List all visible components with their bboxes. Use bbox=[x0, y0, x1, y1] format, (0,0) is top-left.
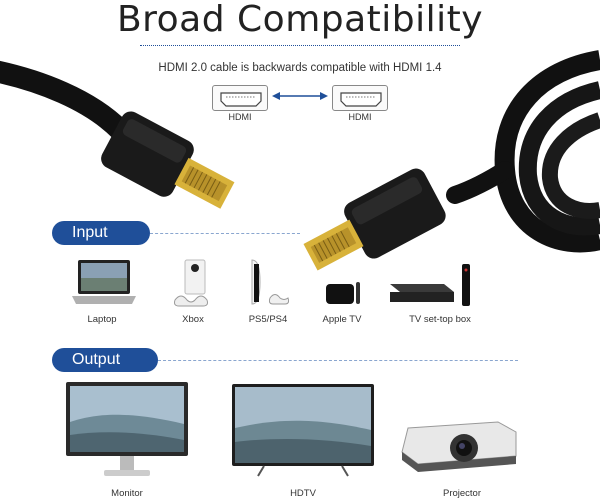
device-label-hdtv: HDTV bbox=[290, 488, 316, 499]
hdmi-port-icon bbox=[332, 85, 388, 111]
input-divider bbox=[150, 233, 300, 234]
output-section-heading: Output bbox=[52, 348, 158, 372]
device-label-ps5-ps4: PS5/PS4 bbox=[248, 314, 288, 325]
device-label-xbox: Xbox bbox=[182, 314, 204, 325]
apple-tv-icon bbox=[326, 282, 360, 304]
hdmi-port-label: HDMI bbox=[348, 112, 372, 122]
laptop-icon bbox=[72, 260, 136, 304]
device-label-set-top-box: TV set-top box bbox=[409, 314, 471, 325]
hdmi-cable-image bbox=[0, 50, 600, 271]
bidirectional-arrow-icon bbox=[272, 92, 328, 100]
page-title: Broad Compatibility bbox=[116, 0, 484, 40]
device-label-apple-tv: Apple TV bbox=[322, 314, 362, 325]
xbox-console-icon bbox=[174, 259, 208, 307]
output-divider bbox=[158, 360, 518, 361]
device-label-laptop: Laptop bbox=[87, 314, 117, 325]
playstation-console-icon bbox=[251, 259, 290, 305]
input-section-heading: Input bbox=[52, 221, 150, 245]
hdmi-port-label: HDMI bbox=[228, 112, 252, 122]
monitor-icon bbox=[66, 382, 188, 476]
device-label-projector: Projector bbox=[442, 488, 481, 499]
hdtv-icon bbox=[232, 384, 374, 477]
hdmi-port-icon bbox=[212, 85, 268, 111]
compatibility-subtitle: HDMI 2.0 cable is backwards compatible w… bbox=[158, 62, 442, 74]
projector-icon bbox=[401, 421, 517, 472]
title-divider bbox=[140, 45, 460, 46]
device-label-monitor: Monitor bbox=[111, 488, 143, 499]
set-top-box-icon bbox=[390, 264, 470, 306]
